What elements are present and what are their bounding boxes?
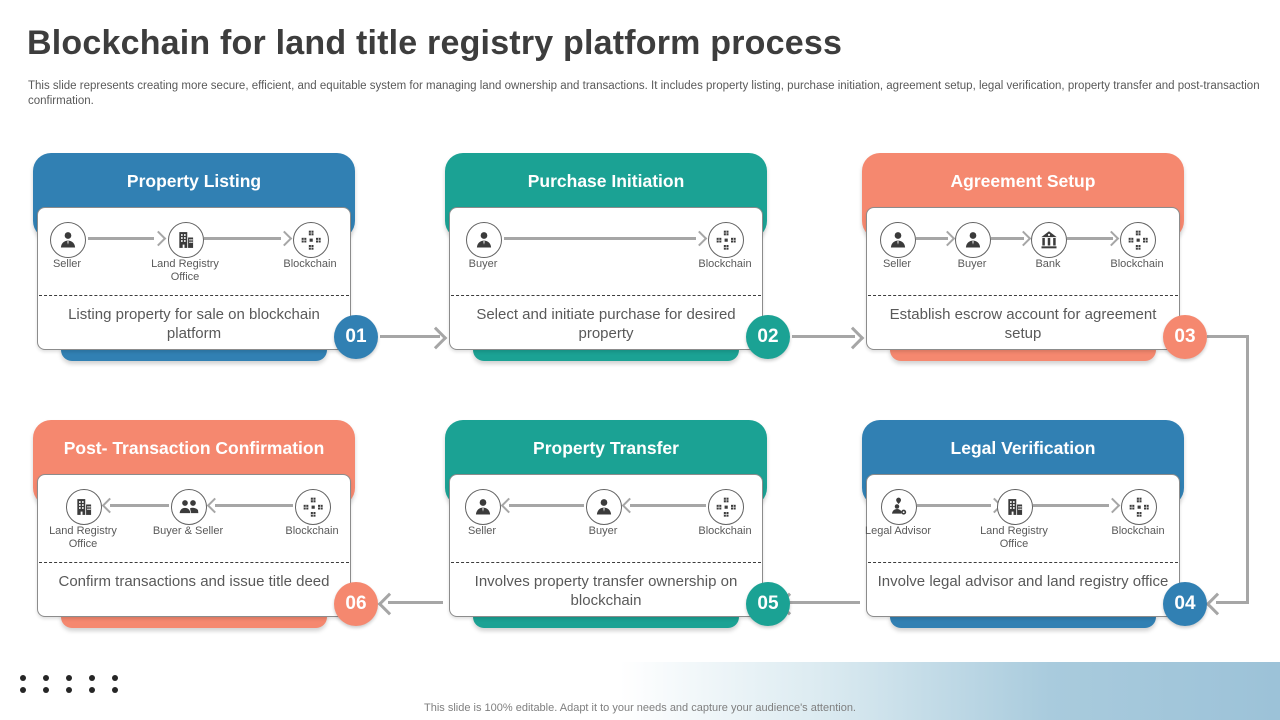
arrowhead-icon xyxy=(841,326,865,350)
card-description: Confirm transactions and issue title dee… xyxy=(58,573,330,590)
flow-arrow xyxy=(991,237,1024,240)
icon-label: Blockchain xyxy=(285,525,339,537)
icon-label: Buyer xyxy=(468,258,498,270)
dot-pattern-decoration xyxy=(20,675,118,693)
blockchain-icon xyxy=(708,489,744,525)
card-description: Select and initiate purchase for desired… xyxy=(476,306,736,342)
step-number-badge: 02 xyxy=(746,315,790,359)
icon-label: Seller xyxy=(882,258,912,270)
card-description: Involves property transfer ownership on … xyxy=(474,573,738,609)
step-number-badge: 04 xyxy=(1163,582,1207,626)
card-property-listing: Property Listing Seller Land Registry Of… xyxy=(33,153,378,363)
icon-label: Blockchain xyxy=(698,525,752,537)
arrowhead-icon xyxy=(1205,592,1229,616)
icon-label: Bank xyxy=(1035,258,1061,270)
person-icon xyxy=(50,222,86,258)
card-legal-verification: Legal Verification Legal Advisor Land Re… xyxy=(862,420,1207,630)
icon-label: Buyer xyxy=(588,525,618,537)
icon-label: Blockchain xyxy=(283,258,337,270)
building-icon xyxy=(997,489,1033,525)
card-title: Post- Transaction Confirmation xyxy=(63,438,325,458)
connector-01-02 xyxy=(380,335,440,338)
divider xyxy=(451,295,761,296)
blockchain-icon xyxy=(293,222,329,258)
arrowhead-icon xyxy=(424,326,448,350)
connector-05-06 xyxy=(388,601,443,604)
icon-label: Land Registry Office xyxy=(151,258,219,283)
person-icon xyxy=(586,489,622,525)
flow-arrow xyxy=(204,237,281,240)
card-title: Agreement Setup xyxy=(950,171,1096,191)
person-icon xyxy=(466,222,502,258)
connector-04-05 xyxy=(788,601,860,604)
card-title: Property Listing xyxy=(126,171,262,191)
icon-label: Buyer xyxy=(957,258,987,270)
connector-02-03 xyxy=(792,335,855,338)
person-icon xyxy=(465,489,501,525)
step-number-badge: 03 xyxy=(1163,315,1207,359)
arrowhead-icon xyxy=(377,592,401,616)
building-icon xyxy=(168,222,204,258)
blockchain-icon xyxy=(295,489,331,525)
person-icon xyxy=(955,222,991,258)
flow-arrow xyxy=(916,237,948,240)
card-description: Establish escrow account for agreement s… xyxy=(889,306,1157,342)
connector-03-04-vertical xyxy=(1246,335,1249,604)
flow-arrow xyxy=(110,504,169,507)
divider xyxy=(39,562,349,563)
flow-arrow xyxy=(917,504,991,507)
step-number-badge: 05 xyxy=(746,582,790,626)
bottom-gradient-band xyxy=(620,662,1280,720)
card-agreement-setup: Agreement Setup Seller Buyer Bank Blockc… xyxy=(862,153,1207,363)
icon-label: Blockchain xyxy=(698,258,752,270)
step-number-badge: 01 xyxy=(334,315,378,359)
step-number-badge: 06 xyxy=(334,582,378,626)
building-icon xyxy=(66,489,102,525)
icon-label: Seller xyxy=(467,525,497,537)
page-subtitle: This slide represents creating more secu… xyxy=(28,80,1260,107)
icon-label: Legal Advisor xyxy=(864,525,932,537)
person-icon xyxy=(880,222,916,258)
two-people-icon xyxy=(171,489,207,525)
icon-label: Blockchain xyxy=(1110,258,1164,270)
flow-arrow xyxy=(509,504,584,507)
icon-label: Land Registry Office xyxy=(49,525,117,550)
card-title: Purchase Initiation xyxy=(527,171,685,191)
card-property-transfer: Property Transfer Seller Buyer Blockchai… xyxy=(445,420,790,630)
blockchain-icon xyxy=(1120,222,1156,258)
flow-arrow xyxy=(215,504,293,507)
card-purchase-initiation: Purchase Initiation Buyer Blockchain Sel… xyxy=(445,153,790,363)
flow-arrow xyxy=(630,504,706,507)
connector-03-04-top xyxy=(1207,335,1249,338)
flow-arrow xyxy=(88,237,154,240)
icon-label: Land Registry Office xyxy=(980,525,1048,550)
card-post-transaction-confirmation: Post- Transaction Confirmation Land Regi… xyxy=(33,420,378,630)
legal-advisor-icon xyxy=(881,489,917,525)
bank-icon xyxy=(1031,222,1067,258)
card-title: Property Transfer xyxy=(533,438,679,458)
page-title: Blockchain for land title registry platf… xyxy=(27,24,843,62)
blockchain-icon xyxy=(708,222,744,258)
divider xyxy=(868,295,1178,296)
flow-arrow xyxy=(504,237,696,240)
card-description: Listing property for sale on blockchain … xyxy=(68,306,320,342)
divider xyxy=(39,295,349,296)
divider xyxy=(868,562,1178,563)
icon-label: Seller xyxy=(52,258,82,270)
divider xyxy=(451,562,761,563)
card-description: Involve legal advisor and land registry … xyxy=(877,573,1169,590)
icon-label: Buyer & Seller xyxy=(152,525,224,537)
icon-label: Blockchain xyxy=(1111,525,1165,537)
connector-03-04-bottom xyxy=(1216,601,1249,604)
blockchain-icon xyxy=(1121,489,1157,525)
footer-note: This slide is 100% editable. Adapt it to… xyxy=(424,702,856,714)
flow-arrow xyxy=(1033,504,1109,507)
flow-arrow xyxy=(1067,237,1113,240)
card-title: Legal Verification xyxy=(950,438,1096,458)
